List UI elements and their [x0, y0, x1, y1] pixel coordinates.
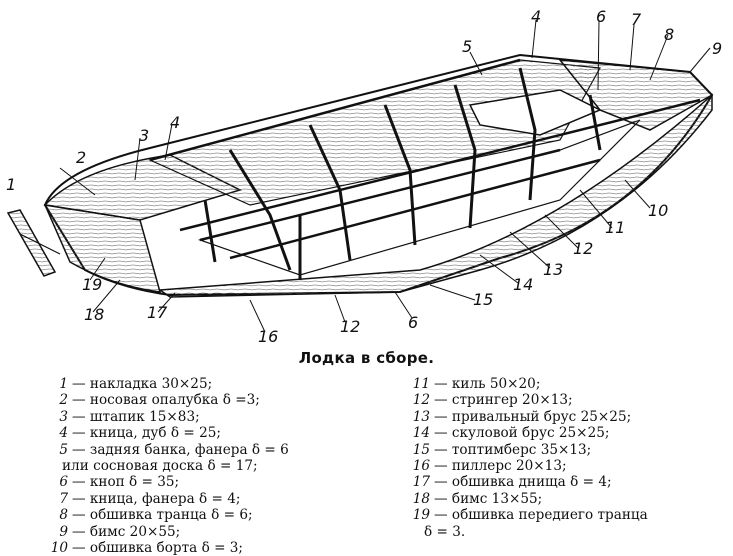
- legend-description: — штапик 15×83;: [72, 408, 200, 425]
- callout-12b: 12: [340, 317, 360, 336]
- boat-illustration: 1 2 3 4 4 5 6 7 8 9 10 11 12 13 14 15 6 …: [6, 7, 722, 345]
- callout-11: 11: [605, 218, 625, 237]
- legend-item: 5— задняя банка, фанера δ = 6: [44, 442, 379, 458]
- parts-legend-right: 11— киль 50×20; 12— стрингер 20×13; 13— …: [406, 376, 716, 540]
- legend-item: 12— стрингер 20×13;: [406, 392, 716, 408]
- callout-18: 18: [84, 305, 104, 324]
- legend-description: δ = 3.: [424, 523, 466, 540]
- callout-9: 9: [712, 39, 722, 58]
- callout-5: 5: [462, 37, 472, 56]
- legend-item-continuation: δ = 3.: [406, 524, 716, 540]
- legend-number: 10: [50, 540, 68, 556]
- legend-description: — бимс 13×55;: [434, 490, 543, 507]
- callout-4a: 4: [170, 113, 180, 132]
- legend-item: 18— бимс 13×55;: [406, 491, 716, 507]
- legend-item: 17— обшивка днища δ = 4;: [406, 474, 716, 490]
- legend-number: 14: [412, 425, 430, 442]
- legend-item: 14— скуловой брус 25×25;: [406, 425, 716, 441]
- figure-caption: Лодка в сборе.: [298, 349, 435, 367]
- callout-labels: 1 2 3 4 4 5 6 7 8 9 10 11 12 13 14 15 6 …: [6, 7, 722, 345]
- legend-number: 5: [59, 441, 68, 458]
- hull-stringers: [149, 58, 701, 260]
- pillars: [203, 94, 602, 280]
- legend-description: — топтимберс 35×13;: [434, 441, 592, 458]
- legend-description: — обшивка транца δ = 6;: [72, 507, 253, 524]
- legend-item-continuation: или сосновая доска δ = 17;: [44, 458, 379, 474]
- legend-item: 2— носовая опалубка δ =3;: [44, 392, 379, 408]
- legend-number: 13: [412, 408, 430, 425]
- callout-10: 10: [648, 201, 668, 220]
- callout-2: 2: [76, 148, 86, 167]
- legend-description: — пиллерс 20×13;: [434, 458, 567, 475]
- legend-item: 13— привальный брус 25×25;: [406, 409, 716, 425]
- legend-item: 3— штапик 15×83;: [44, 409, 379, 425]
- legend-item: 4— кница, дуб δ = 25;: [44, 425, 379, 441]
- legend-item: 8— обшивка транца δ = 6;: [44, 507, 379, 523]
- legend-number: 19: [412, 507, 430, 524]
- legend-description: — обшивка днища δ = 4;: [434, 474, 612, 491]
- legend-description: — скуловой брус 25×25;: [434, 425, 610, 442]
- legend-description: — киль 50×20;: [434, 376, 541, 392]
- boat-hull: [43, 53, 714, 298]
- legend-number: 15: [412, 441, 430, 458]
- legend-item: 15— топтимберс 35×13;: [406, 442, 716, 458]
- legend-description: — обшивка борта δ = 3;: [72, 540, 244, 556]
- callout-14: 14: [513, 275, 533, 294]
- parts-legend-left: 1— накладка 30×25; 2— носовая опалубка δ…: [44, 376, 379, 556]
- callout-7: 7: [631, 10, 642, 29]
- legend-number: 7: [59, 490, 68, 507]
- legend-item: 7— кница, фанера δ = 4;: [44, 491, 379, 507]
- legend-item: 16— пиллерс 20×13;: [406, 458, 716, 474]
- legend-number: 6: [59, 474, 68, 491]
- callout-12a: 12: [573, 239, 593, 258]
- legend-item: 10— обшивка борта δ = 3;: [44, 540, 379, 556]
- legend-number: 17: [412, 474, 430, 491]
- legend-description: — бимс 20×55;: [72, 523, 181, 540]
- legend-description: — кница, дуб δ = 25;: [72, 425, 221, 442]
- legend-number: 16: [412, 458, 430, 475]
- callout-3: 3: [139, 126, 149, 145]
- legend-item: 1— накладка 30×25;: [44, 376, 379, 392]
- legend-item: 11— киль 50×20;: [406, 376, 716, 392]
- legend-item: 19— обшивка передиего транца: [406, 507, 716, 523]
- loose-batten: [6, 209, 61, 277]
- legend-description: — кноп δ = 35;: [72, 474, 180, 491]
- callout-6a: 6: [596, 7, 606, 26]
- callout-15: 15: [473, 290, 493, 309]
- callout-13: 13: [543, 260, 563, 279]
- legend-description: — кница, фанера δ = 4;: [72, 490, 241, 507]
- legend-description: — носовая опалубка δ =3;: [72, 392, 260, 409]
- legend-description: — стрингер 20×13;: [434, 392, 573, 409]
- legend-number: 8: [59, 507, 68, 524]
- callout-19: 19: [82, 275, 102, 294]
- legend-number: 2: [59, 392, 68, 409]
- legend-number: 4: [59, 425, 68, 442]
- legend-number: 11: [412, 376, 430, 392]
- legend-description: — накладка 30×25;: [72, 376, 213, 392]
- legend-number: 18: [412, 490, 430, 507]
- legend-number: 12: [412, 392, 430, 409]
- legend-description: или сосновая доска δ = 17;: [62, 458, 258, 475]
- callout-17: 17: [147, 303, 168, 322]
- legend-item: 6— кноп δ = 35;: [44, 474, 379, 490]
- legend-number: 3: [59, 408, 68, 425]
- legend-description: — обшивка передиего транца: [434, 507, 648, 524]
- legend-number: 9: [59, 523, 68, 540]
- legend-description: — привальный брус 25×25;: [434, 408, 632, 425]
- callout-4b: 4: [531, 7, 541, 26]
- legend-item: 9— бимс 20×55;: [44, 524, 379, 540]
- callout-8: 8: [664, 25, 674, 44]
- callout-16: 16: [258, 327, 278, 345]
- legend-description: — задняя банка, фанера δ = 6: [72, 441, 289, 458]
- callout-leader-lines: [59, 19, 711, 333]
- legend-number: 1: [59, 376, 68, 392]
- callout-6b: 6: [408, 313, 418, 332]
- callout-1: 1: [6, 175, 16, 194]
